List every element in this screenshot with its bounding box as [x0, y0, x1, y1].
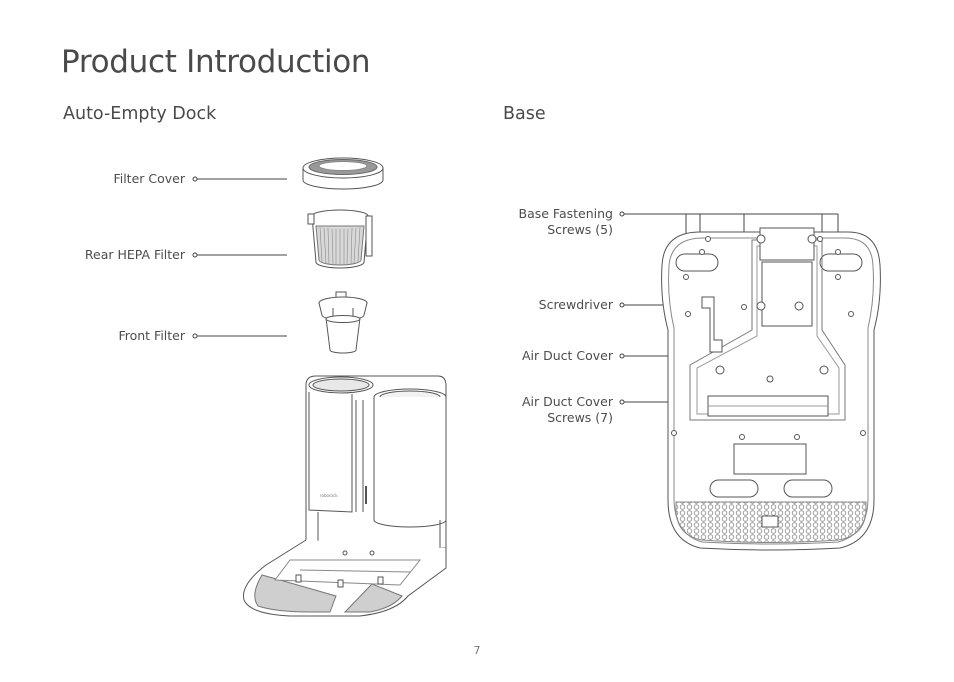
page-title: Product Introduction: [61, 44, 371, 80]
filter-cover-illustration: [303, 158, 383, 189]
label-air-duct-screws-line2: Screws (7): [547, 410, 613, 425]
label-air-duct-cover: Air Duct Cover: [521, 348, 613, 363]
label-base-fastening-screws: Base Fastening Screws (5): [519, 206, 613, 238]
dock-section-title: Auto-Empty Dock: [63, 104, 217, 124]
dock-station-illustration: roborock: [243, 376, 446, 616]
base-underside-illustration: [662, 228, 881, 550]
label-screwdriver: Screwdriver: [538, 297, 613, 312]
dock-brand-logo: roborock: [320, 493, 338, 498]
page-number: 7: [473, 644, 481, 657]
dock-leader-lines: [193, 177, 287, 338]
front-filter-illustration: [319, 292, 367, 353]
rear-hepa-filter-illustration: [308, 210, 372, 268]
label-base-fastening-line1: Base Fastening: [518, 206, 613, 221]
base-section-title: Base: [503, 104, 546, 124]
label-base-fastening-line2: Screws (5): [547, 222, 613, 237]
label-air-duct-screws-line1: Air Duct Cover: [521, 394, 613, 409]
label-rear-hepa-filter: Rear HEPA Filter: [84, 247, 185, 262]
label-front-filter: Front Filter: [118, 328, 185, 343]
label-filter-cover: Filter Cover: [113, 171, 185, 186]
label-air-duct-cover-screws: Air Duct Cover Screws (7): [522, 394, 613, 426]
